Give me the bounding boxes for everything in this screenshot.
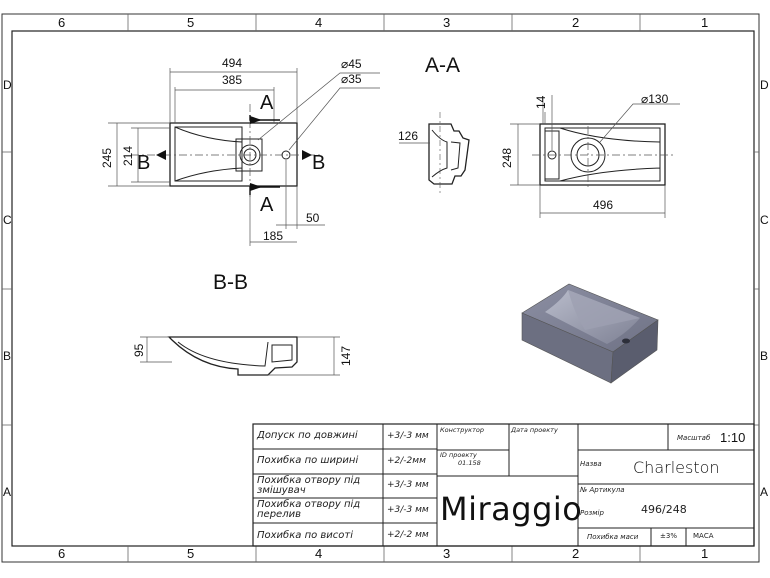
title-block-grid: [252, 423, 755, 547]
column-label-5-bottom: 5: [187, 546, 195, 561]
dim-inner-height: 95: [132, 343, 146, 357]
project-date-label: Дата проекту: [511, 426, 558, 434]
column-label-2-bottom: 2: [572, 546, 580, 561]
brand-logo: Miraggio: [440, 490, 583, 528]
column-label-1-bottom: 1: [701, 546, 709, 561]
tolerance-value-overflow-hole: +3/-3 мм: [387, 505, 429, 515]
basin-3d-render: [521, 283, 659, 384]
section-bb-title: B-B: [213, 271, 249, 294]
dim-hole-offset: 50: [306, 211, 320, 225]
dim-tap-hole-diameter: ⌀35: [341, 72, 362, 86]
column-label-6-bottom: 6: [58, 546, 66, 561]
top-view-outline: [169, 122, 298, 187]
section-letter-b-left: B: [137, 152, 151, 174]
dim-right-length: 496: [593, 198, 614, 212]
project-id-label: ID проекту: [440, 451, 477, 459]
article-label: № Артикула: [580, 486, 625, 494]
row-label-d: D: [3, 78, 12, 92]
product-name: Charleston: [633, 458, 720, 477]
dim-overall-length: 494: [222, 56, 243, 70]
row-label-c-right: C: [760, 213, 769, 227]
tolerance-value-height: +2/-2 мм: [387, 530, 429, 540]
tolerance-value-mixer-hole: +3/-3 мм: [387, 480, 429, 490]
section-letter-b-right: B: [312, 152, 326, 174]
top-view: [108, 68, 380, 246]
tolerance-label-mixer-hole: Похибка отвору під змішувач: [257, 475, 361, 496]
tolerance-label-length: Допуск по довжині: [257, 430, 358, 441]
row-label-a: A: [3, 485, 12, 499]
dim-right-width: 248: [500, 147, 514, 168]
designer-label: Конструктор: [440, 426, 484, 434]
tolerance-value-width: +2/-2мм: [387, 456, 426, 466]
project-id-value: 01.158: [458, 459, 481, 467]
column-label-6: 6: [58, 15, 66, 30]
mass-error-label: Похибка маси: [587, 533, 639, 541]
row-label-b: B: [3, 349, 12, 363]
tolerance-label-width: Похибка по ширині: [257, 455, 359, 466]
section-bb-view: [140, 336, 340, 376]
dim-bowl-width: 214: [121, 145, 135, 166]
dim-hole-to-edge: 185: [263, 229, 284, 243]
right-view: [510, 95, 680, 218]
section-letter-a-top: A: [260, 92, 274, 114]
row-label-d-right: D: [760, 78, 769, 92]
dim-section-depth: 126: [398, 129, 419, 143]
column-label-2: 2: [572, 15, 580, 30]
dim-overall-width: 245: [100, 147, 114, 168]
dim-rim: 14: [534, 95, 548, 109]
column-label-1: 1: [701, 15, 709, 30]
size-label: Розмір: [580, 509, 604, 517]
scale-label: Масштаб: [677, 434, 711, 442]
mass-label: МАСА: [693, 532, 714, 540]
section-aa-view: [399, 112, 470, 194]
tolerance-label-height: Похибка по висоті: [257, 530, 354, 541]
dim-bowl-length: 385: [222, 73, 243, 87]
section-letter-a-bottom: A: [260, 194, 274, 216]
column-label-4: 4: [315, 15, 323, 30]
dim-drain-diameter: ⌀45: [341, 57, 362, 71]
column-label-4-bottom: 4: [315, 546, 323, 561]
outer-frame: [1, 13, 760, 563]
name-label: Назва: [580, 460, 602, 468]
row-label-c: C: [3, 213, 12, 227]
tolerance-value-length: +3/-3 мм: [387, 431, 429, 441]
column-label-3: 3: [443, 15, 451, 30]
row-label-b-right: B: [760, 349, 769, 363]
tolerance-label-overflow-hole: Похибка отвору під перелив: [257, 499, 361, 520]
size-value: 496/248: [641, 503, 687, 516]
zone-ticks: [2, 14, 759, 562]
top-view-bowl: [174, 126, 243, 182]
section-aa-title: A-A: [425, 54, 461, 77]
dim-bowl-diameter: ⌀130: [641, 92, 669, 106]
dim-overall-height: 147: [339, 345, 353, 366]
column-label-5: 5: [187, 15, 195, 30]
row-label-a-right: A: [760, 485, 769, 499]
mass-error-value: ±3%: [660, 532, 677, 540]
column-label-3-bottom: 3: [443, 546, 451, 561]
scale-value: 1:10: [720, 430, 746, 445]
